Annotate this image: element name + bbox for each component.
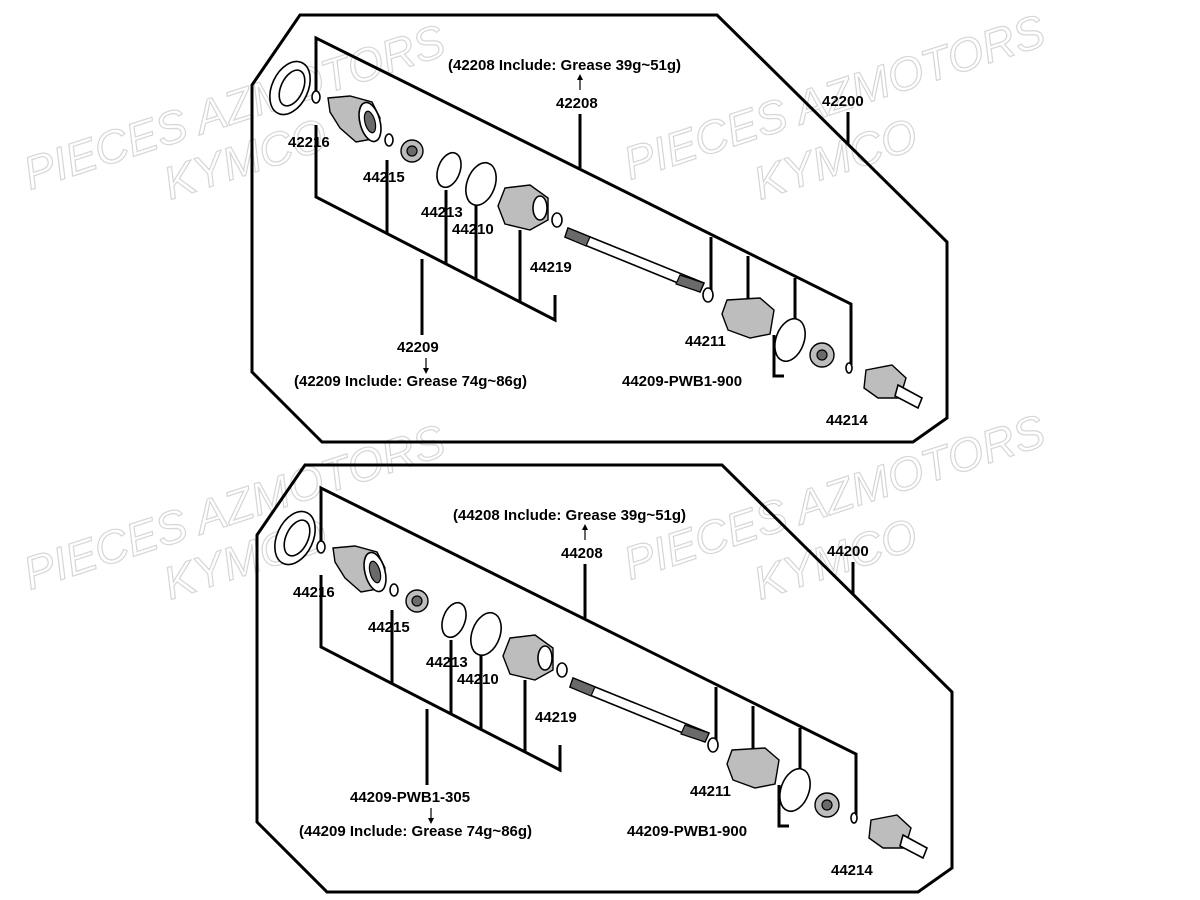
note-grease-44209: (44209 Include: Grease 74g~86g)	[299, 823, 532, 840]
label-44210: 44210	[452, 221, 494, 238]
label-44211: 44211	[690, 783, 731, 800]
label-44215: 44215	[368, 619, 410, 636]
note-grease-42208: (42208 Include: Grease 39g~51g)	[448, 57, 681, 74]
note-grease-44208: (44208 Include: Grease 39g~51g)	[453, 507, 686, 524]
label-44213: 44213	[421, 204, 463, 221]
panel-top: (42208 Include: Grease 39g~51g) 42208 42…	[250, 13, 949, 444]
label-boot-kit: 44209-PWB1-900	[622, 373, 742, 390]
note-grease-42209: (42209 Include: Grease 74g~86g)	[294, 373, 527, 390]
label-42208: 42208	[556, 95, 598, 112]
panel-bottom: (44208 Include: Grease 39g~51g) 44208 44…	[255, 463, 954, 894]
label-assembly: 44200	[827, 543, 869, 560]
label-44211: 44211	[685, 333, 726, 350]
label-44219: 44219	[530, 259, 572, 276]
label-42216: 42216	[288, 134, 330, 151]
label-44213: 44213	[426, 654, 468, 671]
label-boot-kit: 44209-PWB1-900	[627, 823, 747, 840]
label-44215: 44215	[363, 169, 405, 186]
label-44214: 44214	[826, 412, 868, 429]
label-44209-pwb1-305: 44209-PWB1-305	[350, 789, 470, 806]
label-44208: 44208	[561, 545, 603, 562]
label-44219: 44219	[535, 709, 577, 726]
label-44214: 44214	[831, 862, 873, 879]
label-assembly: 42200	[822, 93, 864, 110]
label-44216: 44216	[293, 584, 335, 601]
label-42209: 42209	[397, 339, 439, 356]
label-44210: 44210	[457, 671, 499, 688]
